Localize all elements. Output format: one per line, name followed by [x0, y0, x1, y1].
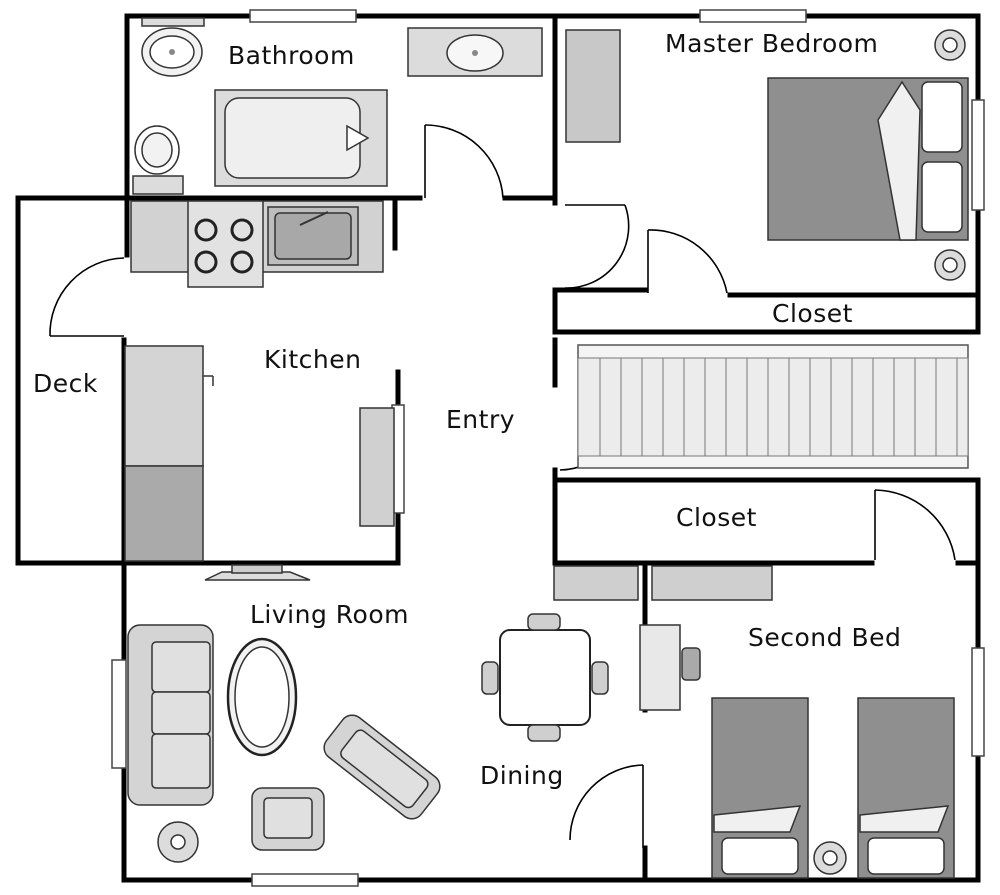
living-fixtures	[127, 564, 441, 863]
closet-shelf-left	[553, 565, 639, 601]
lamp-icon	[934, 249, 966, 281]
label-bathroom: Bathroom	[228, 41, 355, 70]
kitchen-sink-icon	[267, 206, 359, 266]
window-second-bed	[971, 647, 985, 757]
desk-icon	[639, 624, 701, 711]
chair-icon	[527, 613, 561, 631]
bathtub-icon	[214, 89, 388, 187]
label-deck: Deck	[33, 369, 98, 398]
label-entry: Entry	[446, 405, 515, 434]
label-closet-hall: Closet	[676, 503, 757, 532]
chaise-icon	[323, 714, 441, 820]
bathroom-fixtures	[132, 17, 543, 195]
chair-icon	[591, 661, 609, 695]
dresser	[565, 29, 621, 143]
label-dining: Dining	[480, 761, 564, 790]
toilet-icon	[132, 125, 184, 195]
room-labels: Bathroom Master Bedroom Closet Kitchen D…	[33, 29, 901, 790]
sink-icon	[141, 17, 205, 77]
label-master-bedroom: Master Bedroom	[665, 29, 878, 58]
window-master-top	[699, 9, 807, 23]
coffee-table-icon	[226, 637, 298, 757]
label-living-room: Living Room	[250, 600, 409, 629]
closet-shelf-right	[651, 565, 773, 601]
dining-fixtures	[481, 613, 609, 742]
master-bed-icon	[767, 77, 969, 241]
doors	[49, 124, 956, 848]
fridge-icon	[124, 345, 214, 562]
pantry	[359, 407, 395, 527]
window-living-bottom	[251, 873, 359, 887]
plant-icon	[157, 821, 199, 863]
second-bed-fixtures	[553, 565, 955, 879]
kitchen-fixtures	[124, 200, 395, 562]
master-fixtures	[565, 29, 969, 281]
window-bathroom	[249, 9, 357, 23]
stairs	[577, 344, 969, 469]
label-second-bed: Second Bed	[748, 623, 901, 652]
sofa-icon	[127, 624, 214, 806]
window-master-side	[971, 99, 985, 211]
chair-icon	[481, 661, 499, 695]
tv-icon	[204, 564, 311, 581]
armchair-icon	[251, 787, 325, 851]
dining-table-icon	[499, 629, 591, 726]
stove-icon	[187, 200, 264, 288]
twin-bed-icon	[857, 697, 955, 879]
vanity-sink-icon	[407, 27, 543, 77]
window-living-left	[111, 659, 127, 769]
lamp-icon	[934, 29, 966, 61]
lamp-icon	[813, 841, 847, 875]
label-closet-master: Closet	[772, 299, 853, 328]
twin-bed-icon	[711, 697, 809, 879]
label-kitchen: Kitchen	[264, 345, 361, 374]
chair-icon	[527, 724, 561, 742]
